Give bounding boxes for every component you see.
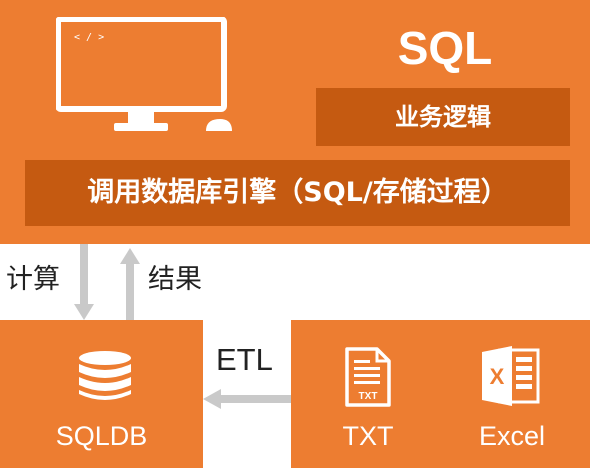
sqldb-label: SQLDB [55, 421, 148, 451]
code-glyph: < / > [74, 32, 104, 43]
up-arrow [120, 248, 140, 324]
excel-icon-text: X [490, 364, 505, 389]
etl-arrow [203, 389, 293, 409]
monitor-icon: < / > [56, 17, 232, 131]
txt-file-icon: TXT [345, 347, 391, 407]
excel-file-icon: X [482, 346, 540, 406]
result-label: 结果 [148, 264, 202, 295]
down-arrow [74, 244, 94, 320]
compute-label: 计算 [6, 264, 60, 295]
business-logic-box: 业务逻辑 [316, 88, 570, 146]
database-icon [79, 351, 131, 400]
sqldb-block [0, 320, 203, 468]
txt-label: TXT [342, 421, 394, 451]
database-engine-box: 调用数据库引擎（SQL/存储过程） [25, 160, 570, 226]
flow-arrows [74, 244, 140, 324]
etl-label: ETL [216, 342, 273, 377]
data-sources-block [291, 320, 590, 468]
excel-label: Excel [478, 421, 546, 451]
txt-icon-text: TXT [359, 391, 378, 402]
sql-title: SQL [397, 22, 493, 74]
